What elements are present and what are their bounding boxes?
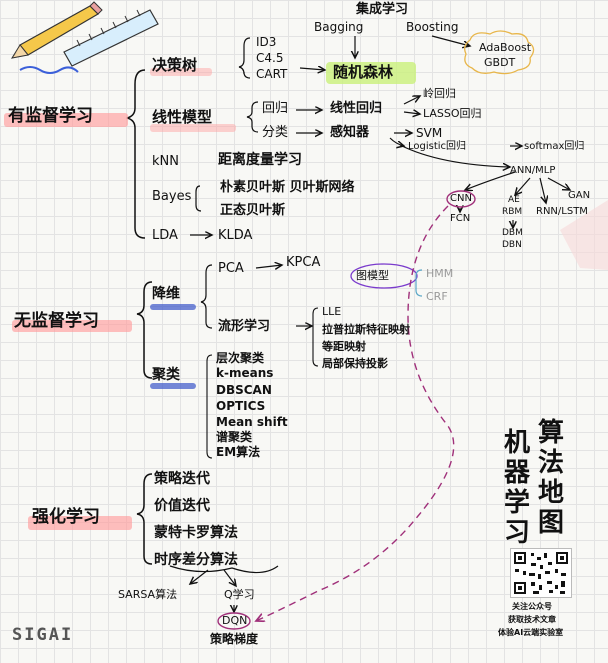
em-algorithm: EM算法 [216, 445, 261, 459]
bagging-label: Bagging [314, 20, 364, 34]
lpp-label: 局部保持投影 [322, 357, 388, 370]
laplacian-label: 拉普拉斯特征映射 [322, 323, 410, 336]
graphical-model-label: 图模型 [356, 269, 389, 282]
title-col2-char-2: 学 [503, 488, 530, 518]
title-col1-char-3: 图 [537, 508, 564, 538]
lasso-label: LASSO回归 [423, 107, 482, 120]
unsupervised-label: 无监督学习 [14, 311, 99, 331]
kmeans: k-means [216, 366, 274, 380]
title-col2: 机器学习 [502, 428, 532, 548]
highlight-supervised [4, 113, 128, 127]
regression-label: 回归 [262, 101, 289, 116]
knn-desc: 距离度量学习 [218, 152, 302, 168]
hmm-label: HMM [426, 267, 454, 280]
linear-regression-label: 线性回归 [330, 101, 383, 116]
rnn-label: RNN/LSTM [536, 206, 588, 217]
lle-label: LLE [322, 305, 342, 318]
logistic-label: Logistic回归 [408, 141, 467, 152]
fcn-label: FCN [450, 213, 471, 224]
dbm-label: DBM [502, 228, 523, 238]
spectral-clustering: 谱聚类 [216, 430, 253, 444]
reinforcement-label: 强化学习 [32, 507, 100, 527]
title-col2-char-3: 习 [503, 518, 530, 548]
policy-iteration: 策略迭代 [154, 471, 210, 487]
manifold-label: 流形学习 [218, 319, 271, 334]
cart-label: CART [256, 67, 288, 81]
qr-code [510, 548, 572, 598]
bayes-line1: 朴素贝叶斯 贝叶斯网络 [220, 180, 355, 195]
title-col1: 算法地图 [536, 418, 566, 538]
ae-label: AE [508, 195, 520, 205]
c45-label: C4.5 [256, 51, 284, 65]
perceptron-label: 感知器 [330, 125, 370, 140]
qr-caption-3: 体验AI云端实验室 [498, 628, 564, 637]
highlight-reinforcement [28, 516, 132, 530]
isomap-label: 等距映射 [322, 340, 366, 353]
ensemble-title: 集成学习 [356, 2, 409, 17]
bayes-line2: 正态贝叶斯 [220, 203, 286, 218]
gan-label: GAN [568, 190, 591, 201]
ann-label: ANN/MLP [510, 165, 556, 176]
highlight-linear [150, 124, 236, 132]
title-col1-char-2: 地 [537, 478, 564, 508]
title-col1-char-0: 算 [537, 418, 564, 448]
classification-label: 分类 [262, 125, 289, 140]
brand-logo: SIGAI [12, 625, 74, 645]
mean-shift: Mean shift [216, 415, 288, 429]
highlight-unsupervised [12, 320, 132, 332]
knn-label: kNN [152, 154, 179, 169]
qr-caption-1: 关注公众号 [512, 602, 552, 611]
highlight-dim-reduction [150, 304, 196, 310]
monte-carlo: 蒙特卡罗算法 [154, 525, 238, 541]
pca-label: PCA [218, 261, 244, 276]
dbscan: DBSCAN [216, 383, 272, 397]
highlight-decision-tree [150, 68, 212, 76]
boosting-label: Boosting [406, 20, 459, 34]
dim-reduction-label: 降维 [152, 286, 180, 302]
ruler-icon [63, 9, 159, 67]
svm-label: SVM [416, 126, 443, 140]
kpca-label: KPCA [286, 255, 321, 270]
bayes-label: Bayes [152, 189, 192, 204]
dqn-label: DQN [222, 614, 248, 627]
value-iteration: 价值迭代 [154, 498, 210, 514]
supervised-label: 有监督学习 [8, 106, 93, 126]
title-col1-char-1: 法 [537, 448, 564, 478]
sarsa-label: SARSA算法 [118, 588, 178, 601]
title-col2-char-1: 器 [503, 458, 530, 488]
rbm-label: RBM [502, 207, 523, 217]
title-col2-char-0: 机 [503, 428, 530, 458]
adaboost-label: AdaBoost [479, 41, 532, 54]
hierarchical-clustering: 层次聚类 [216, 351, 265, 365]
blue-squiggle [19, 66, 79, 74]
td-learning: 时序差分算法 [154, 552, 238, 568]
id3-label: ID3 [256, 35, 277, 49]
random-forest-label: 随机森林 [333, 63, 394, 81]
optics: OPTICS [216, 399, 266, 413]
highlight-random-forest [326, 62, 416, 84]
decision-tree-label: 决策树 [152, 56, 198, 74]
klda-label: KLDA [218, 228, 253, 243]
pencil-icon [10, 1, 103, 59]
crf-label: CRF [426, 290, 448, 303]
q-learning-label: Q学习 [224, 588, 255, 601]
lda-label: LDA [152, 228, 178, 243]
cnn-label: CNN [450, 193, 472, 204]
dbn-label: DBN [502, 240, 522, 250]
highlight-clustering [150, 383, 196, 389]
policy-gradient: 策略梯度 [210, 632, 259, 646]
linear-model-label: 线性模型 [152, 108, 213, 126]
clustering-label: 聚类 [152, 367, 180, 383]
ridge-label: 岭回归 [423, 87, 456, 100]
gbdt-label: GBDT [484, 56, 516, 69]
softmax-label: softmax回归 [524, 141, 585, 152]
qr-caption-2: 获取技术文章 [508, 615, 556, 624]
